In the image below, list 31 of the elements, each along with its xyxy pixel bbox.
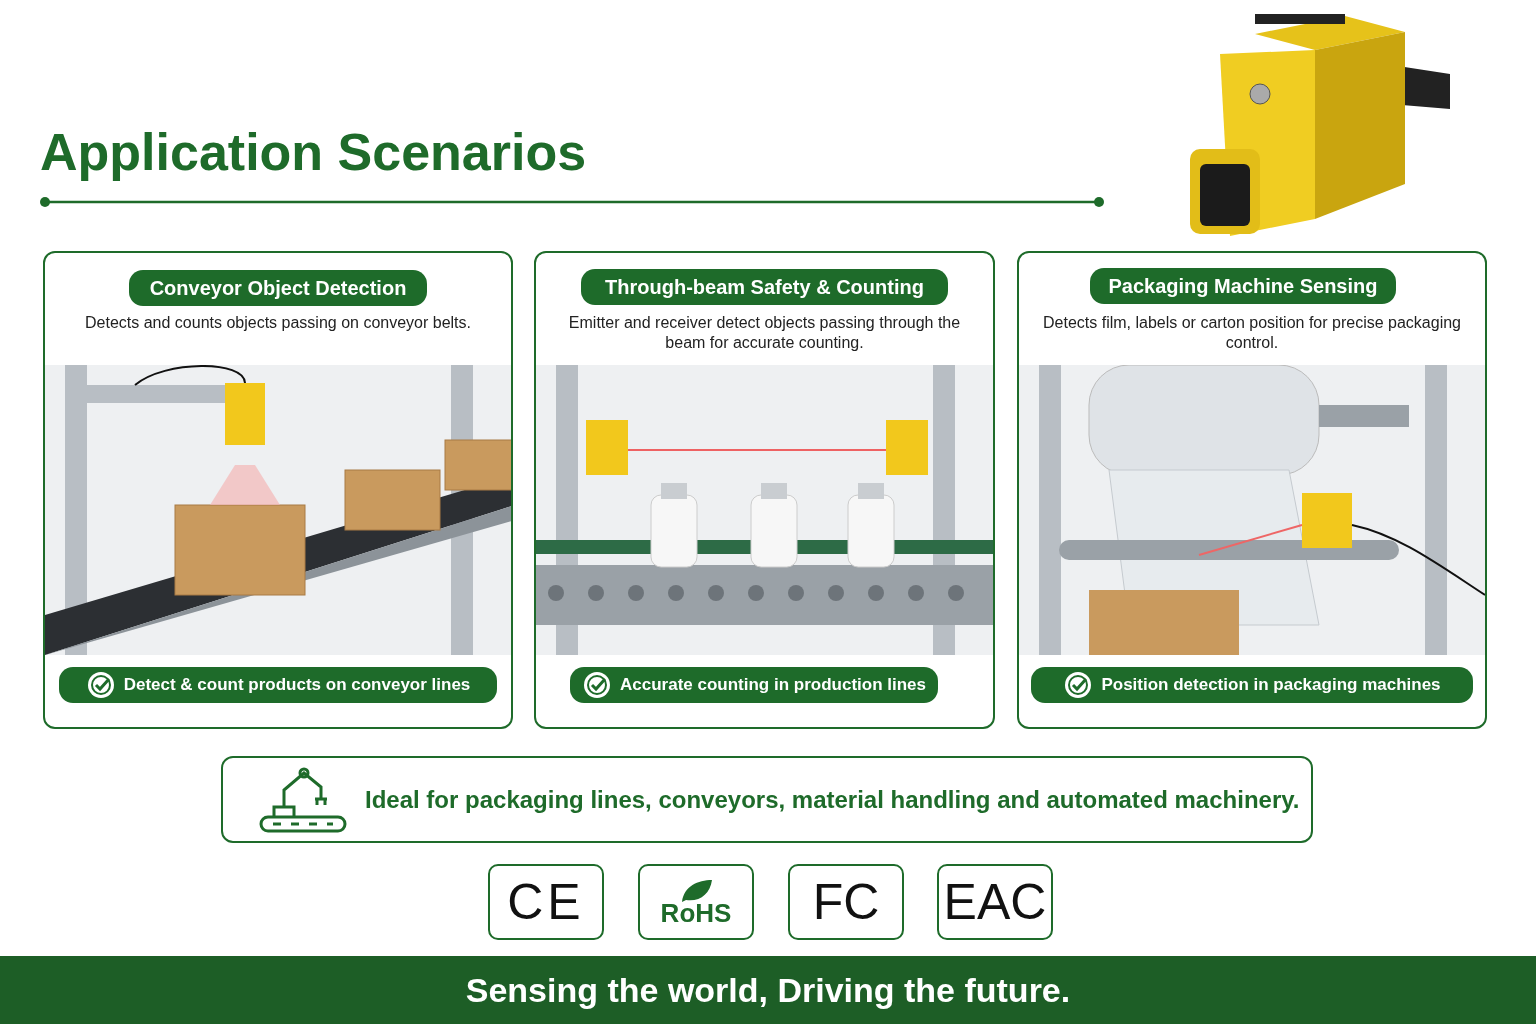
title-pill xyxy=(1090,268,1396,304)
certification-badge xyxy=(638,864,754,940)
scenario-card xyxy=(1017,251,1487,729)
feature-text: Detect & count products on conveyor lines xyxy=(123,675,471,695)
scenario-card xyxy=(43,251,513,729)
slogan: Sensing the world, Driving the future. xyxy=(465,970,1071,1010)
page-title: Application Scenarios xyxy=(40,122,587,183)
certification-mark: FC xyxy=(812,877,880,927)
summary-text: Ideal for packaging lines, conveyors, material handling and automated machinery. xyxy=(365,785,1300,814)
certification-mark: RoHS xyxy=(660,900,732,926)
feature-pill xyxy=(59,667,497,703)
feature-pill xyxy=(570,667,938,703)
summary-banner xyxy=(221,756,1313,843)
title-pill xyxy=(129,270,427,306)
card-title: Packaging Machine Sensing xyxy=(1108,274,1378,298)
certification-badge xyxy=(788,864,904,940)
feature-pill xyxy=(1031,667,1473,703)
card-title: Through-beam Safety & Counting xyxy=(605,275,924,299)
certification-mark: EAC xyxy=(943,877,1047,927)
footer-band xyxy=(0,956,1536,1024)
scenario-card xyxy=(534,251,995,729)
feature-text: Accurate counting in production lines xyxy=(620,675,926,695)
card-description: Emitter and receiver detect objects passing through the beam for accurate counting. xyxy=(567,313,962,353)
card-title: Conveyor Object Detection xyxy=(149,276,407,300)
feature-text: Position detection in packaging machines xyxy=(1101,675,1441,695)
title-pill xyxy=(581,269,948,305)
certification-mark: CE xyxy=(507,877,585,927)
certification-badge xyxy=(488,864,604,940)
certification-badge xyxy=(937,864,1053,940)
card-description: Detects and counts objects passing on conveyor belts. xyxy=(84,313,472,333)
card-description: Detects film, labels or carton position for precise packaging control. xyxy=(1042,313,1462,353)
